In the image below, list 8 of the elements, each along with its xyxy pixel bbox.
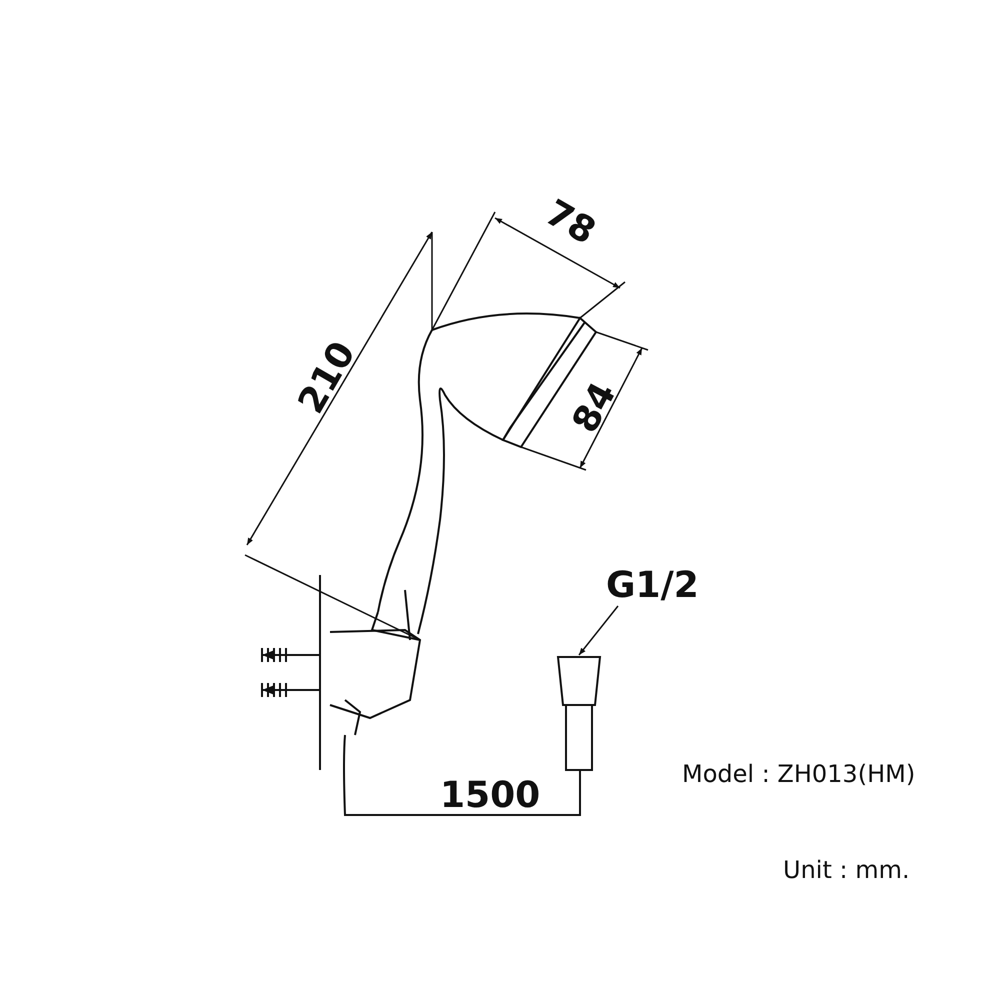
model-number: Model : ZH013(HM) (682, 762, 916, 786)
dimension-value: 78 (539, 194, 601, 252)
leader-line (578, 606, 619, 656)
unit-note: Unit : mm. (783, 858, 910, 882)
dimension-value: 1500 (440, 778, 540, 814)
hose-connector-drawing (556, 656, 602, 771)
thread-size-label: G1/2 (606, 568, 699, 604)
dimension-value: 84 (567, 377, 623, 439)
